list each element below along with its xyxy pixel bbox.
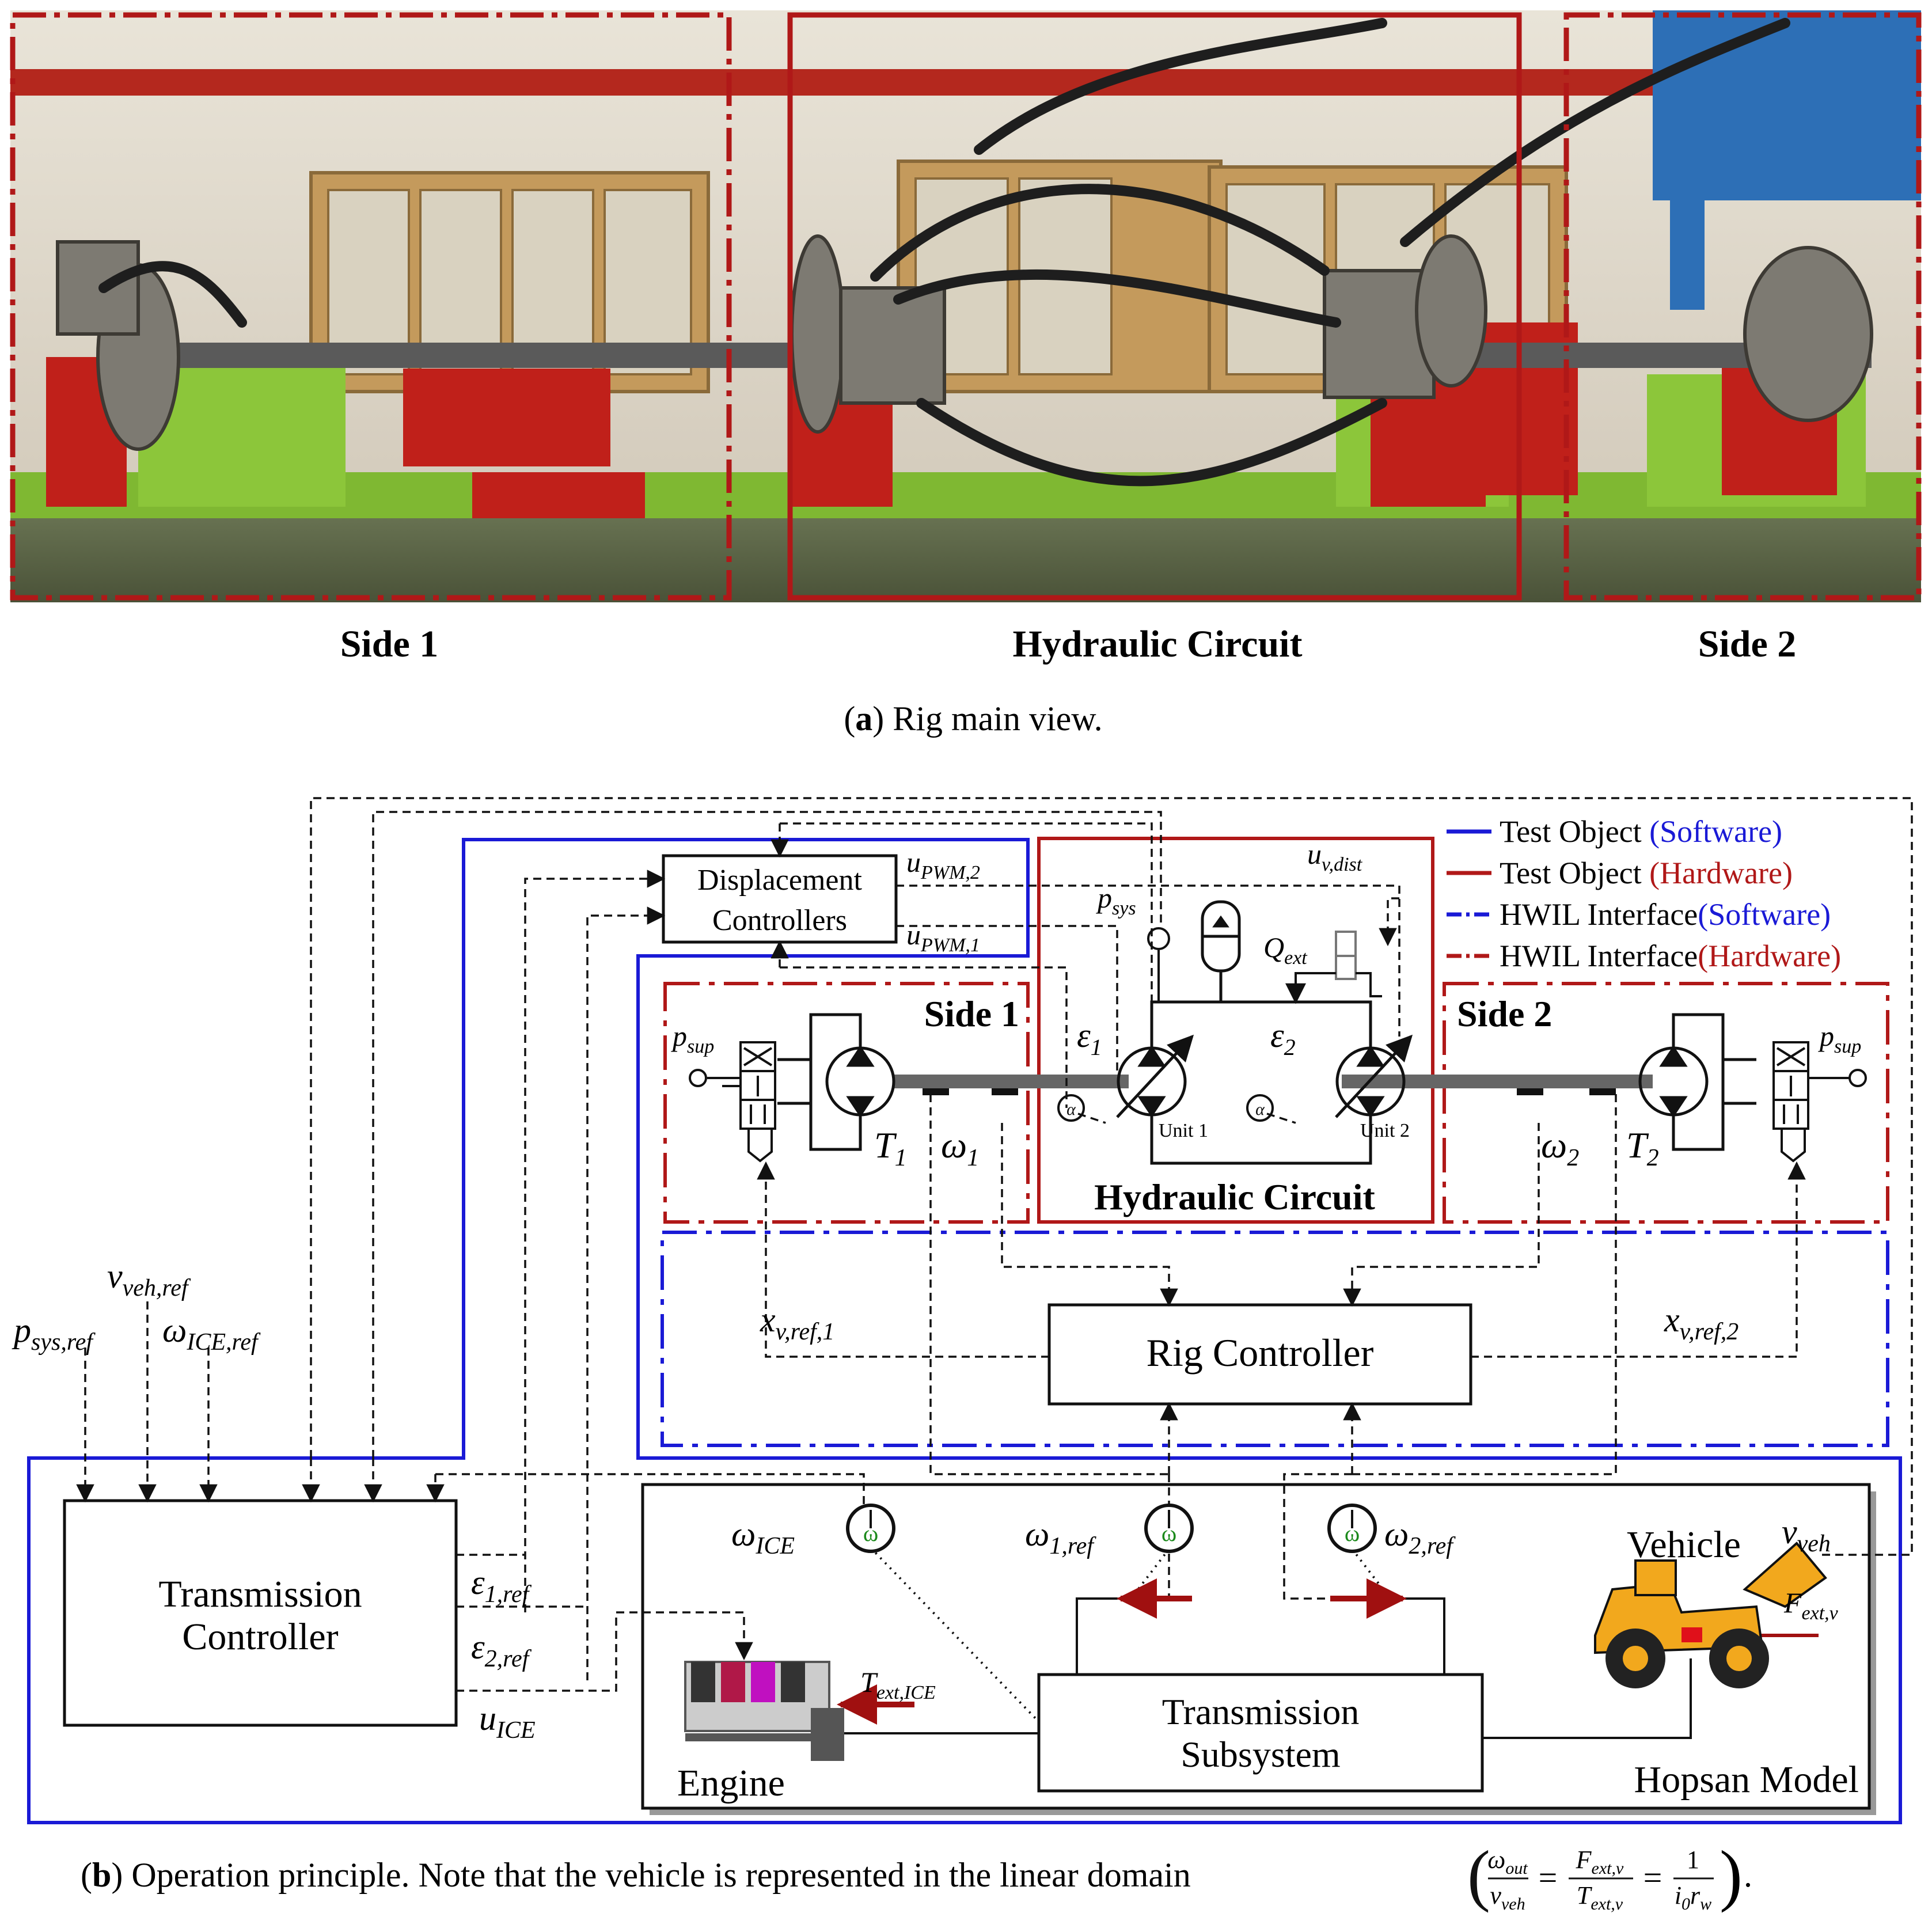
hydraulic-circuit-box xyxy=(1037,837,1434,1224)
side2-valve-symbol xyxy=(1772,1041,1867,1163)
sym-w1-ref: ω1,ref xyxy=(1025,1515,1096,1559)
transmission-subsystem-label: Transmission xyxy=(1162,1691,1360,1732)
pressure-sensor-symbol xyxy=(1147,927,1170,1002)
svg-text:=: = xyxy=(1539,1859,1558,1896)
sym-xref2: xv,ref,2 xyxy=(1664,1301,1739,1345)
rig-controller-block xyxy=(1047,1303,1472,1406)
legend-hw-test: Test Object (Hardware) xyxy=(1500,856,1793,890)
sym-xref1: xv,ref,1 xyxy=(760,1301,834,1345)
hydraulic-circuit-label: Hydraulic Circuit xyxy=(1094,1176,1375,1217)
side1-box xyxy=(663,982,1030,1224)
sym-u-pwm2: uPWM,2 xyxy=(906,846,980,883)
sym-w-ice: ωICE xyxy=(731,1515,795,1559)
unit1-label: Unit 1 xyxy=(1159,1120,1208,1141)
svg-text:): ) xyxy=(1720,1836,1743,1913)
svg-text:(: ( xyxy=(1467,1836,1490,1913)
math-labels: uPWM,2 uPWM,1 psys uv,dist Qext ε1 ε2 ps… xyxy=(12,838,1861,1744)
legend-hw-hwil: HWIL Interface(Hardware) xyxy=(1500,939,1841,973)
rig-photo xyxy=(10,10,1922,602)
svg-text:(b) Operation principle. Note: (b) Operation principle. Note that the v… xyxy=(81,1856,1191,1894)
caption-a: (a) Rig main view. xyxy=(844,700,1102,738)
angle-sensor-1: α xyxy=(1057,1094,1085,1122)
hwil-software-box xyxy=(661,1231,1889,1447)
svg-text:1: 1 xyxy=(1687,1846,1699,1874)
solid-links xyxy=(842,1597,1692,1739)
svg-text:.: . xyxy=(1744,1856,1752,1894)
caption-b: (b) Operation principle. Note that the v… xyxy=(81,1836,1752,1914)
transmission-controller-label: Transmission xyxy=(158,1573,362,1615)
unit2-label: Unit 2 xyxy=(1360,1120,1410,1141)
transmission-subsystem-block xyxy=(1037,1673,1484,1793)
sym-p-sys: psys xyxy=(1096,882,1136,919)
sym-f-ext-v: Fext,v xyxy=(1783,1586,1839,1624)
legend: Test Object (Software) Test Object (Hard… xyxy=(1447,814,1841,973)
svg-text:ωout: ωout xyxy=(1487,1846,1528,1878)
side1-label: Side 1 xyxy=(924,993,1019,1034)
accumulator-symbol xyxy=(1201,900,1241,1002)
sym-u-vdist: uv,dist xyxy=(1307,838,1363,875)
sym-u-ice: uICE xyxy=(479,1699,536,1744)
sym-eps1: ε1 xyxy=(1077,1016,1102,1060)
unit1-symbol xyxy=(1116,1000,1372,1165)
sw-test-object-outline xyxy=(27,838,1902,1824)
sym-t-ext-ice: Text,ICE xyxy=(860,1666,936,1703)
gauge-links xyxy=(870,1547,1391,1723)
sym-eps1-ref: ε1,ref xyxy=(471,1563,532,1608)
gauge-omega-1ref: ω xyxy=(1144,1504,1194,1553)
vehicle-label: Vehicle xyxy=(1627,1524,1741,1566)
region-label-side1: Side 1 xyxy=(340,623,439,665)
transmission-controller-label-2: Controller xyxy=(182,1616,338,1658)
transmission-controller-block xyxy=(63,1499,458,1727)
sym-q-ext: Qext xyxy=(1263,931,1308,969)
shafts xyxy=(893,1075,1653,1095)
sym-w2: ω2 xyxy=(1541,1125,1579,1171)
vehicle-icon xyxy=(1594,1542,1827,1688)
angle-sensor-2: α xyxy=(1246,1094,1274,1122)
displacement-controllers-label-2: Controllers xyxy=(712,904,847,937)
sym-v-veh: vveh xyxy=(1782,1513,1831,1557)
sym-p-sup2: psup xyxy=(1818,1020,1861,1057)
sym-eps2-ref: ε2,ref xyxy=(471,1628,532,1672)
hydraulic-region-box xyxy=(787,12,1522,601)
sym-p-sup1: psup xyxy=(671,1020,714,1057)
side1-valve-symbol xyxy=(689,1041,776,1163)
engine-icon xyxy=(684,1661,844,1761)
side2-motor-symbol xyxy=(1638,1013,1756,1151)
transmission-subsystem-label-2: Subsystem xyxy=(1181,1734,1340,1775)
sym-w1: ω1 xyxy=(941,1125,979,1171)
region-label-hydraulic: Hydraulic Circuit xyxy=(1013,623,1303,665)
side2-box xyxy=(1443,982,1889,1224)
sym-eps2: ε2 xyxy=(1270,1016,1296,1060)
region-label-side2: Side 2 xyxy=(1698,623,1797,665)
unit2-symbol xyxy=(1335,1034,1413,1118)
svg-text:α: α xyxy=(1066,1100,1076,1119)
displacement-controllers-label: Displacement xyxy=(697,864,862,897)
legend-sw-test: Test Object (Software) xyxy=(1500,814,1782,849)
side1-region-box xyxy=(10,12,732,601)
engine-label: Engine xyxy=(677,1762,785,1804)
sym-u-pwm1: uPWM,1 xyxy=(906,918,980,956)
svg-text:=: = xyxy=(1643,1859,1662,1896)
svg-text:i0rw: i0rw xyxy=(1675,1881,1711,1914)
gauge-omega-ice: ω xyxy=(846,1504,895,1553)
svg-text:vveh: vveh xyxy=(1490,1881,1525,1914)
sym-p-sys-ref: psys,ref xyxy=(12,1311,96,1356)
side2-region-box xyxy=(1563,12,1922,601)
svg-text:α: α xyxy=(1255,1100,1265,1119)
sym-w-ice-ref: ωICE,ref xyxy=(162,1311,261,1356)
hopsan-model-label: Hopsan Model xyxy=(1634,1759,1859,1801)
signal-lines xyxy=(76,797,1913,1692)
sym-w2-ref: ω2,ref xyxy=(1384,1515,1456,1559)
legend-sw-hwil: HWIL Interface(Software) xyxy=(1500,897,1831,932)
side2-label: Side 2 xyxy=(1457,993,1552,1034)
sym-t2: T2 xyxy=(1626,1125,1659,1171)
gauge-omega-2ref: ω xyxy=(1327,1504,1377,1553)
svg-text:Text,v: Text,v xyxy=(1577,1881,1623,1914)
side1-motor-symbol xyxy=(777,1013,895,1151)
sym-v-veh-ref: vveh,ref xyxy=(107,1257,191,1301)
sym-t1: T1 xyxy=(874,1125,907,1171)
svg-text:Fext,v: Fext,v xyxy=(1576,1846,1624,1878)
rig-controller-label: Rig Controller xyxy=(1147,1331,1374,1375)
disturbance-valve-symbol xyxy=(1285,931,1382,1004)
